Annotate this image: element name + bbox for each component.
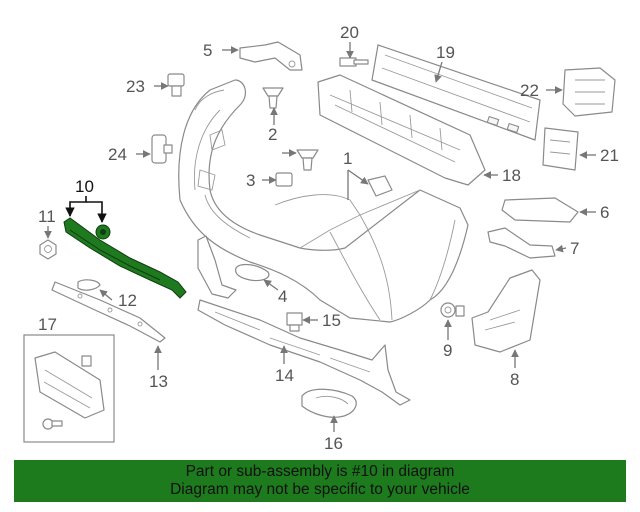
- callout-9: 9: [443, 341, 452, 360]
- callout-5: 5: [203, 41, 212, 60]
- fastener-23-part[interactable]: [167, 73, 185, 97]
- leader-lines: [44, 42, 596, 432]
- bracket-22-part[interactable]: [562, 67, 616, 117]
- callout-20: 20: [340, 23, 359, 42]
- callout-labels: 5 20 19 23 2 24 3 1 22 21 18 6 7 8 9 4 1…: [38, 23, 619, 453]
- callout-19: 19: [436, 43, 455, 62]
- callout-17: 17: [38, 315, 57, 334]
- bracket-7-part[interactable]: [487, 227, 556, 259]
- callout-11: 11: [38, 207, 56, 226]
- bracket-6-part[interactable]: [501, 197, 579, 223]
- callout-14: 14: [275, 366, 294, 385]
- callout-18: 18: [502, 166, 521, 185]
- callout-21: 21: [600, 146, 619, 165]
- callout-10: 10: [75, 177, 94, 196]
- callout-13: 13: [149, 372, 168, 391]
- strip-12-part[interactable]: [77, 279, 101, 291]
- clip-2-part[interactable]: [262, 87, 319, 171]
- callout-8: 8: [510, 370, 519, 389]
- bezel-16-part[interactable]: [301, 388, 357, 418]
- banner-line-1: Part or sub-assembly is #10 in diagram: [185, 463, 455, 480]
- banner-line-2: Diagram may not be specific to your vehi…: [170, 481, 470, 498]
- callout-1: 1: [343, 149, 352, 168]
- info-banner: Part or sub-assembly is #10 in diagram D…: [14, 460, 626, 502]
- bracket-8-part[interactable]: [471, 269, 541, 353]
- callout-6: 6: [600, 203, 609, 222]
- sensor-24-part[interactable]: [151, 134, 173, 164]
- callout-23: 23: [126, 77, 145, 96]
- callout-16: 16: [324, 434, 343, 453]
- strip-13-part[interactable]: [51, 281, 166, 343]
- lower-spoiler-14-part[interactable]: [197, 299, 411, 406]
- reinforcement-beam-part[interactable]: [371, 44, 541, 141]
- callout-22: 22: [520, 81, 539, 100]
- nut-3-part[interactable]: [275, 172, 293, 187]
- clip-9-part[interactable]: [440, 302, 465, 318]
- clip-15-part[interactable]: [286, 312, 303, 332]
- callout-3: 3: [246, 171, 255, 190]
- parts-diagram: 5 20 19 23 2 24 3 1 22 21 18 6 7 8 9 4 1…: [23, 23, 619, 453]
- callout-7: 7: [570, 239, 579, 258]
- callout-15: 15: [322, 311, 341, 330]
- garnish-4-part[interactable]: [235, 263, 270, 282]
- bolt-20-part[interactable]: [339, 57, 369, 67]
- bracket-5-part[interactable]: [239, 41, 303, 71]
- bumper-cover-part[interactable]: [178, 79, 469, 323]
- lower-side-bracket-part[interactable]: [197, 235, 237, 299]
- callout-4: 4: [278, 287, 287, 306]
- highlighted-part-10[interactable]: [63, 217, 187, 299]
- retainer-part[interactable]: [367, 175, 393, 197]
- license-bracket-kit-17[interactable]: [23, 334, 115, 443]
- callout-24: 24: [108, 145, 127, 164]
- bracket-21-part[interactable]: [542, 127, 579, 171]
- callout-12: 12: [118, 291, 137, 310]
- callout-2a: 2: [268, 125, 277, 144]
- energy-absorber-part[interactable]: [317, 74, 486, 186]
- nut-11-part[interactable]: [39, 239, 57, 260]
